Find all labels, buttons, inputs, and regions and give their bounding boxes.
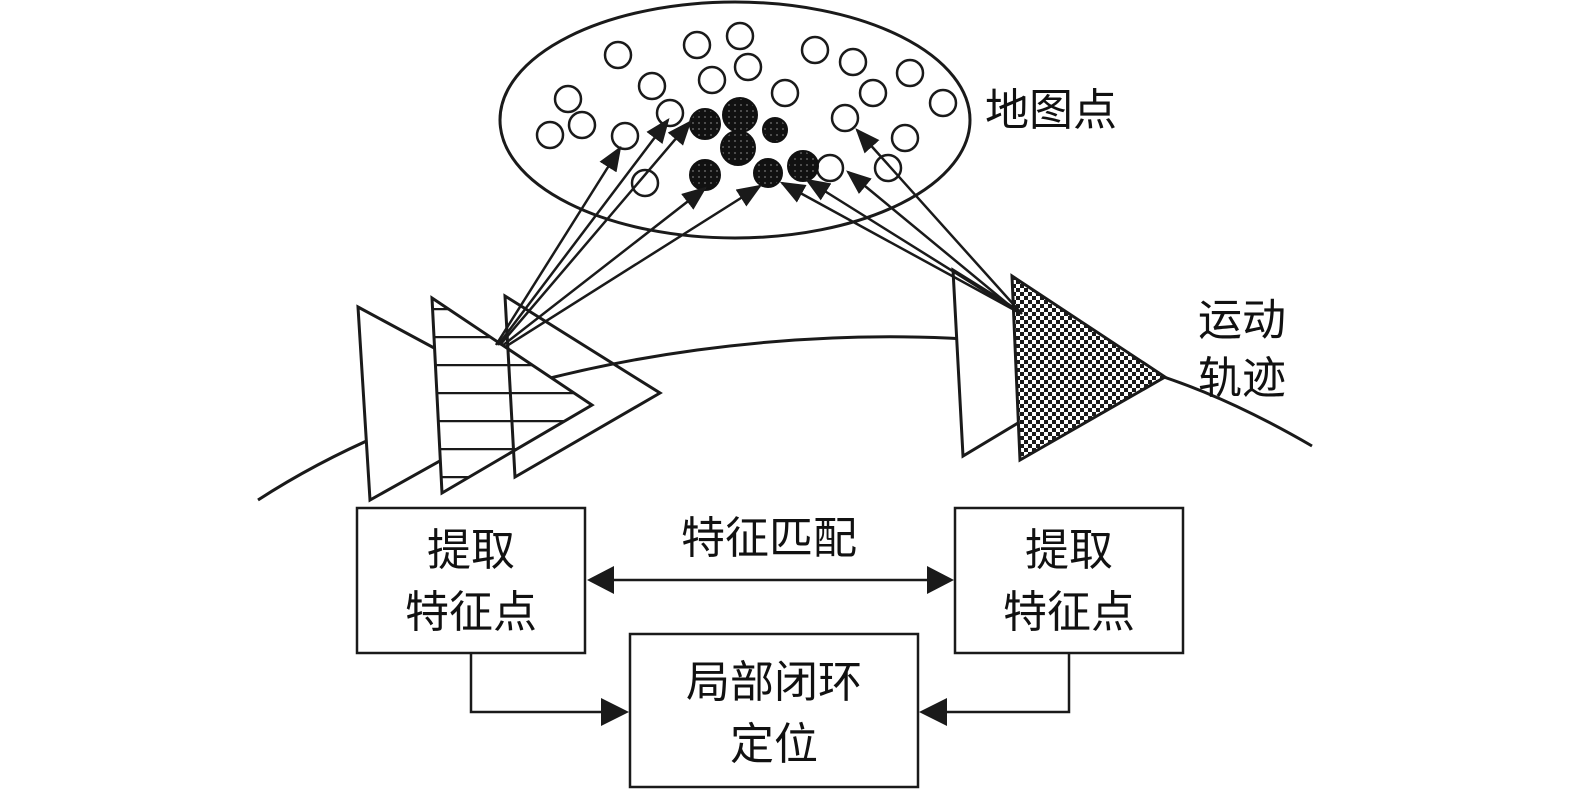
local-loop-line1: 局部闭环 [686, 657, 862, 708]
right-projection-arrows [779, 128, 1023, 315]
map-point [873, 153, 903, 183]
matched-point [753, 158, 783, 188]
map-point [535, 120, 565, 150]
map-point [838, 47, 868, 77]
local-loop-box [628, 632, 920, 789]
local-loop-line2: 定位 [730, 719, 818, 770]
matched-point [787, 150, 819, 182]
trajectory-label-line2: 轨迹 [1198, 353, 1286, 404]
map-points-matched [689, 97, 819, 191]
map-point [697, 65, 727, 95]
map-point-ellipse [498, 0, 972, 240]
projection-arrow [499, 120, 692, 346]
matched-point [689, 108, 721, 140]
map-point [890, 123, 920, 153]
projection-arrow [855, 128, 1023, 315]
map-point [725, 21, 755, 51]
matched-point [689, 159, 721, 191]
map-point [610, 121, 640, 151]
extract-right-line1: 提取 [1025, 525, 1113, 576]
projection-arrow [494, 145, 622, 346]
projection-arrow [497, 118, 670, 346]
camera-pose-outline [503, 293, 663, 480]
feature-matching-arrowhead-right [927, 566, 954, 594]
map-point [830, 103, 860, 133]
map-point [655, 98, 685, 128]
camera-pose-checkered [1010, 273, 1168, 463]
map-point [770, 78, 800, 108]
map-point [733, 52, 763, 82]
map-point [553, 84, 583, 114]
map-point [895, 58, 925, 88]
map-points-hollow [535, 21, 958, 198]
right-camera-poses [951, 267, 1168, 463]
right-to-loop-connector [946, 653, 1071, 714]
map-point [637, 71, 667, 101]
map-point [682, 30, 712, 60]
feature-matching-arrowhead-left [587, 566, 614, 594]
left-projection-arrows [494, 118, 763, 349]
extract-right-box [953, 506, 1185, 655]
feature-matching-label: 特征匹配 [681, 513, 857, 564]
right-to-loop-arrowhead [919, 698, 947, 726]
matched-point [722, 97, 758, 133]
map-points-label: 地图点 [985, 85, 1117, 136]
trajectory-label-line1: 运动 [1198, 295, 1286, 346]
map-point [603, 40, 633, 70]
projection-arrow [779, 181, 1019, 314]
extract-right-line2: 特征点 [1003, 587, 1135, 638]
projection-arrow [846, 170, 1021, 315]
left-to-loop-arrowhead [601, 698, 629, 726]
extract-left-line1: 提取 [427, 525, 515, 576]
map-point [630, 168, 660, 198]
matched-point [762, 117, 788, 143]
projection-arrow [504, 184, 763, 349]
left-to-loop-connector [469, 653, 602, 714]
matched-point [720, 130, 756, 166]
map-point [815, 153, 845, 183]
camera-pose-hatched [430, 295, 595, 496]
extract-left-line2: 特征点 [405, 587, 537, 638]
projection-arrow [804, 178, 1019, 314]
left-camera-poses [356, 293, 663, 503]
map-point [800, 35, 830, 65]
map-point [928, 88, 958, 118]
map-point [858, 78, 888, 108]
projection-arrow [501, 186, 707, 347]
extract-left-box [355, 506, 587, 655]
map-point [567, 110, 597, 140]
